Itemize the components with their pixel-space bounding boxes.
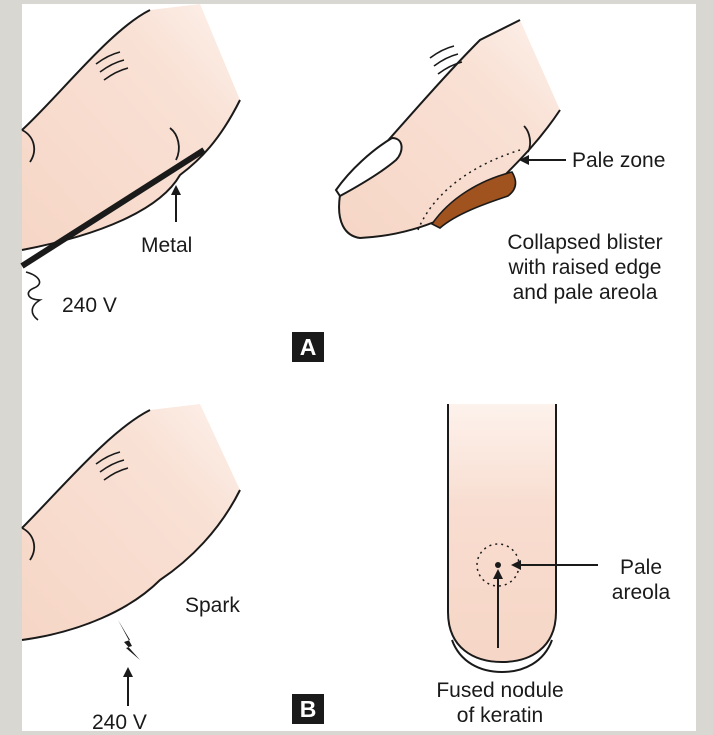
panel-b-badge: B	[292, 694, 324, 724]
blister-label: Collapsed blister with raised edge and p…	[470, 230, 700, 305]
spark-label: Spark	[185, 593, 240, 618]
metal-label: Metal	[141, 233, 192, 258]
blister-label-line: with raised edge	[470, 255, 700, 280]
voltage-label-b: 240 V	[92, 710, 147, 735]
pale-areola-line: Pale	[596, 555, 686, 580]
nodule-label-line: Fused nodule	[410, 678, 590, 703]
spark-icon	[118, 620, 140, 660]
wire-coil	[26, 272, 40, 320]
keratin-nodule	[495, 562, 501, 568]
blister-label-line: Collapsed blister	[470, 230, 700, 255]
pale-areola-label: Pale areola	[596, 555, 686, 605]
voltage-label-a: 240 V	[62, 293, 117, 318]
nodule-label: Fused nodule of keratin	[410, 678, 590, 728]
nodule-label-line: of keratin	[410, 703, 590, 728]
finger-b-right	[448, 404, 556, 672]
blister-label-line: and pale areola	[470, 280, 700, 305]
pale-areola-line: areola	[596, 580, 686, 605]
pale-zone-label: Pale zone	[572, 148, 665, 173]
finger-a-left	[22, 4, 240, 250]
panel-a-badge: A	[292, 332, 324, 362]
